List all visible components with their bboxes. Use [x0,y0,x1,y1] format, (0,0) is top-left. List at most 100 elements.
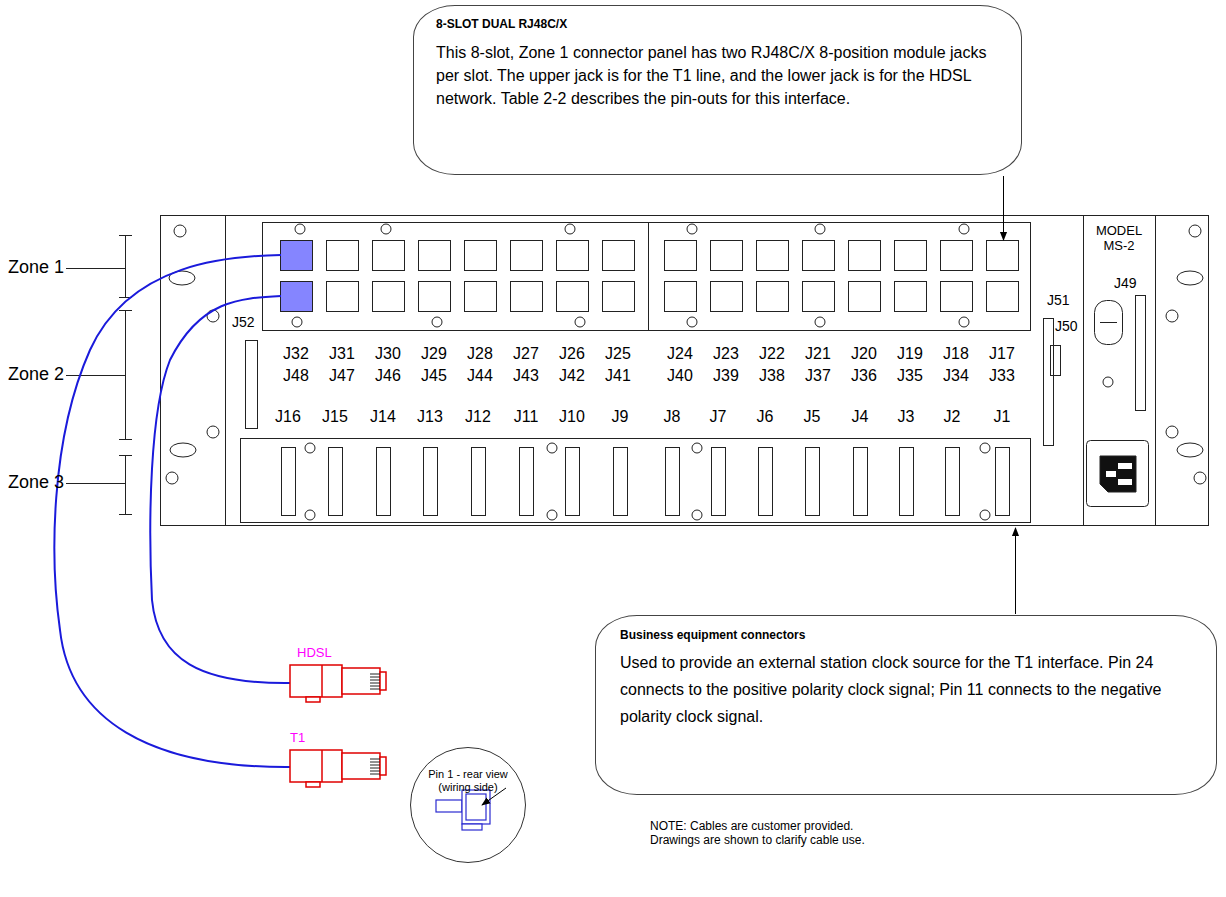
t1-cable [54,255,290,767]
mount-hole [565,224,575,234]
business-connector [520,448,534,516]
connector-id: J11 [514,408,539,426]
business-connector [946,448,960,516]
connector-id: J33 [989,367,1015,385]
business-connector [854,448,868,516]
plug-contact [370,768,380,769]
plug-contact [370,765,380,766]
pin1-plug-tab [436,800,462,812]
rj48-jack [511,241,543,271]
t1-plug-latch [306,782,320,787]
connector-id: J26 [559,345,585,363]
hdsl-plug-latch [306,697,320,702]
rj48-jack [803,282,835,312]
plug-contact [370,762,380,763]
rj48-jack [603,282,635,312]
mount-hole [959,317,969,327]
connector-id: J18 [943,345,969,363]
connector-id: J51 [1047,292,1070,308]
business-connector [472,448,486,516]
rj48-jack [465,241,497,271]
connector-id: J3 [898,408,915,426]
connector-id: J39 [713,367,739,385]
connector-id: J41 [605,367,631,385]
rj48-jack [987,241,1019,271]
mount-hole [687,224,697,234]
connector-id: J43 [513,367,539,385]
power-inlet [1087,441,1149,507]
connector-id: J42 [559,367,585,385]
cable-label: HDSL [297,646,332,661]
connector-id: J8 [664,408,681,426]
rj48-jack [327,241,359,271]
plug-contact [370,677,380,678]
mount-hole [174,225,186,237]
connector-id: J24 [667,345,693,363]
business-connector [329,448,343,516]
mount-hole [692,443,702,453]
mount-hole [381,224,391,234]
rj48-jack [281,241,313,271]
connector-id: J40 [667,367,693,385]
panel-outline [161,216,1209,526]
jack-array [281,224,1019,520]
power-inlet [1100,456,1136,492]
mount-hole [547,443,557,453]
connector-id: J46 [375,367,401,385]
mount-hole [1166,310,1178,322]
zone-bracket [66,310,132,440]
detail-caption: Pin 1 - rear view (wiring side) [421,747,515,794]
connector-id: J7 [710,408,727,426]
t1-plug [321,750,323,782]
leader-arrow [1015,528,1016,614]
connector-id: J16 [275,408,301,426]
business-connector [377,448,391,516]
rj48-jack [511,282,543,312]
connector-id: J30 [375,345,401,363]
connector-id: J2 [944,408,961,426]
inlet-pin [1118,479,1132,485]
connector-id: J15 [322,408,348,426]
connector-id: J37 [805,367,831,385]
rj48-jack [803,241,835,271]
rj48-jack [849,241,881,271]
business-connector [566,448,580,516]
pin1-plug-face [466,794,486,820]
mount-slot [170,443,196,457]
callout-box: Business equipment connectorsUsed to pro… [595,615,1217,795]
plug-contact [370,759,380,760]
rj48-jack [895,241,927,271]
ear-line [1155,216,1156,526]
zone-bracket [66,235,132,298]
connector-id: J48 [283,367,309,385]
plug-contact [370,680,380,681]
connector-id: J25 [605,345,631,363]
circle-outline [411,748,526,863]
t1-plug [290,750,342,782]
note-text: NOTE: Cables are customer provided. Draw… [650,820,906,848]
t1-plug [380,757,386,775]
connector-id: J47 [329,367,355,385]
pin1-plug-body [462,790,490,824]
connector-id: J31 [329,345,355,363]
business-connector [759,448,773,516]
callout-heading: Business equipment connectors [620,628,1192,643]
rj48-jack [849,282,881,312]
mount-hole [1194,472,1206,484]
mount-hole [207,426,219,438]
connector-id: J17 [989,345,1015,363]
plug-contacts [370,674,380,774]
plug-contact [370,674,380,675]
mount-hole [292,317,302,327]
mount-hole [295,224,305,234]
business-connector [712,448,726,516]
rj48-jack [665,282,697,312]
inlet-pin [1118,463,1132,469]
plug-contact [370,774,380,775]
rj48-jack [665,241,697,271]
zone3-frame [241,439,1031,523]
t1-plug [342,753,380,779]
rj48-jack [281,282,313,312]
pin1-figure [436,788,506,830]
